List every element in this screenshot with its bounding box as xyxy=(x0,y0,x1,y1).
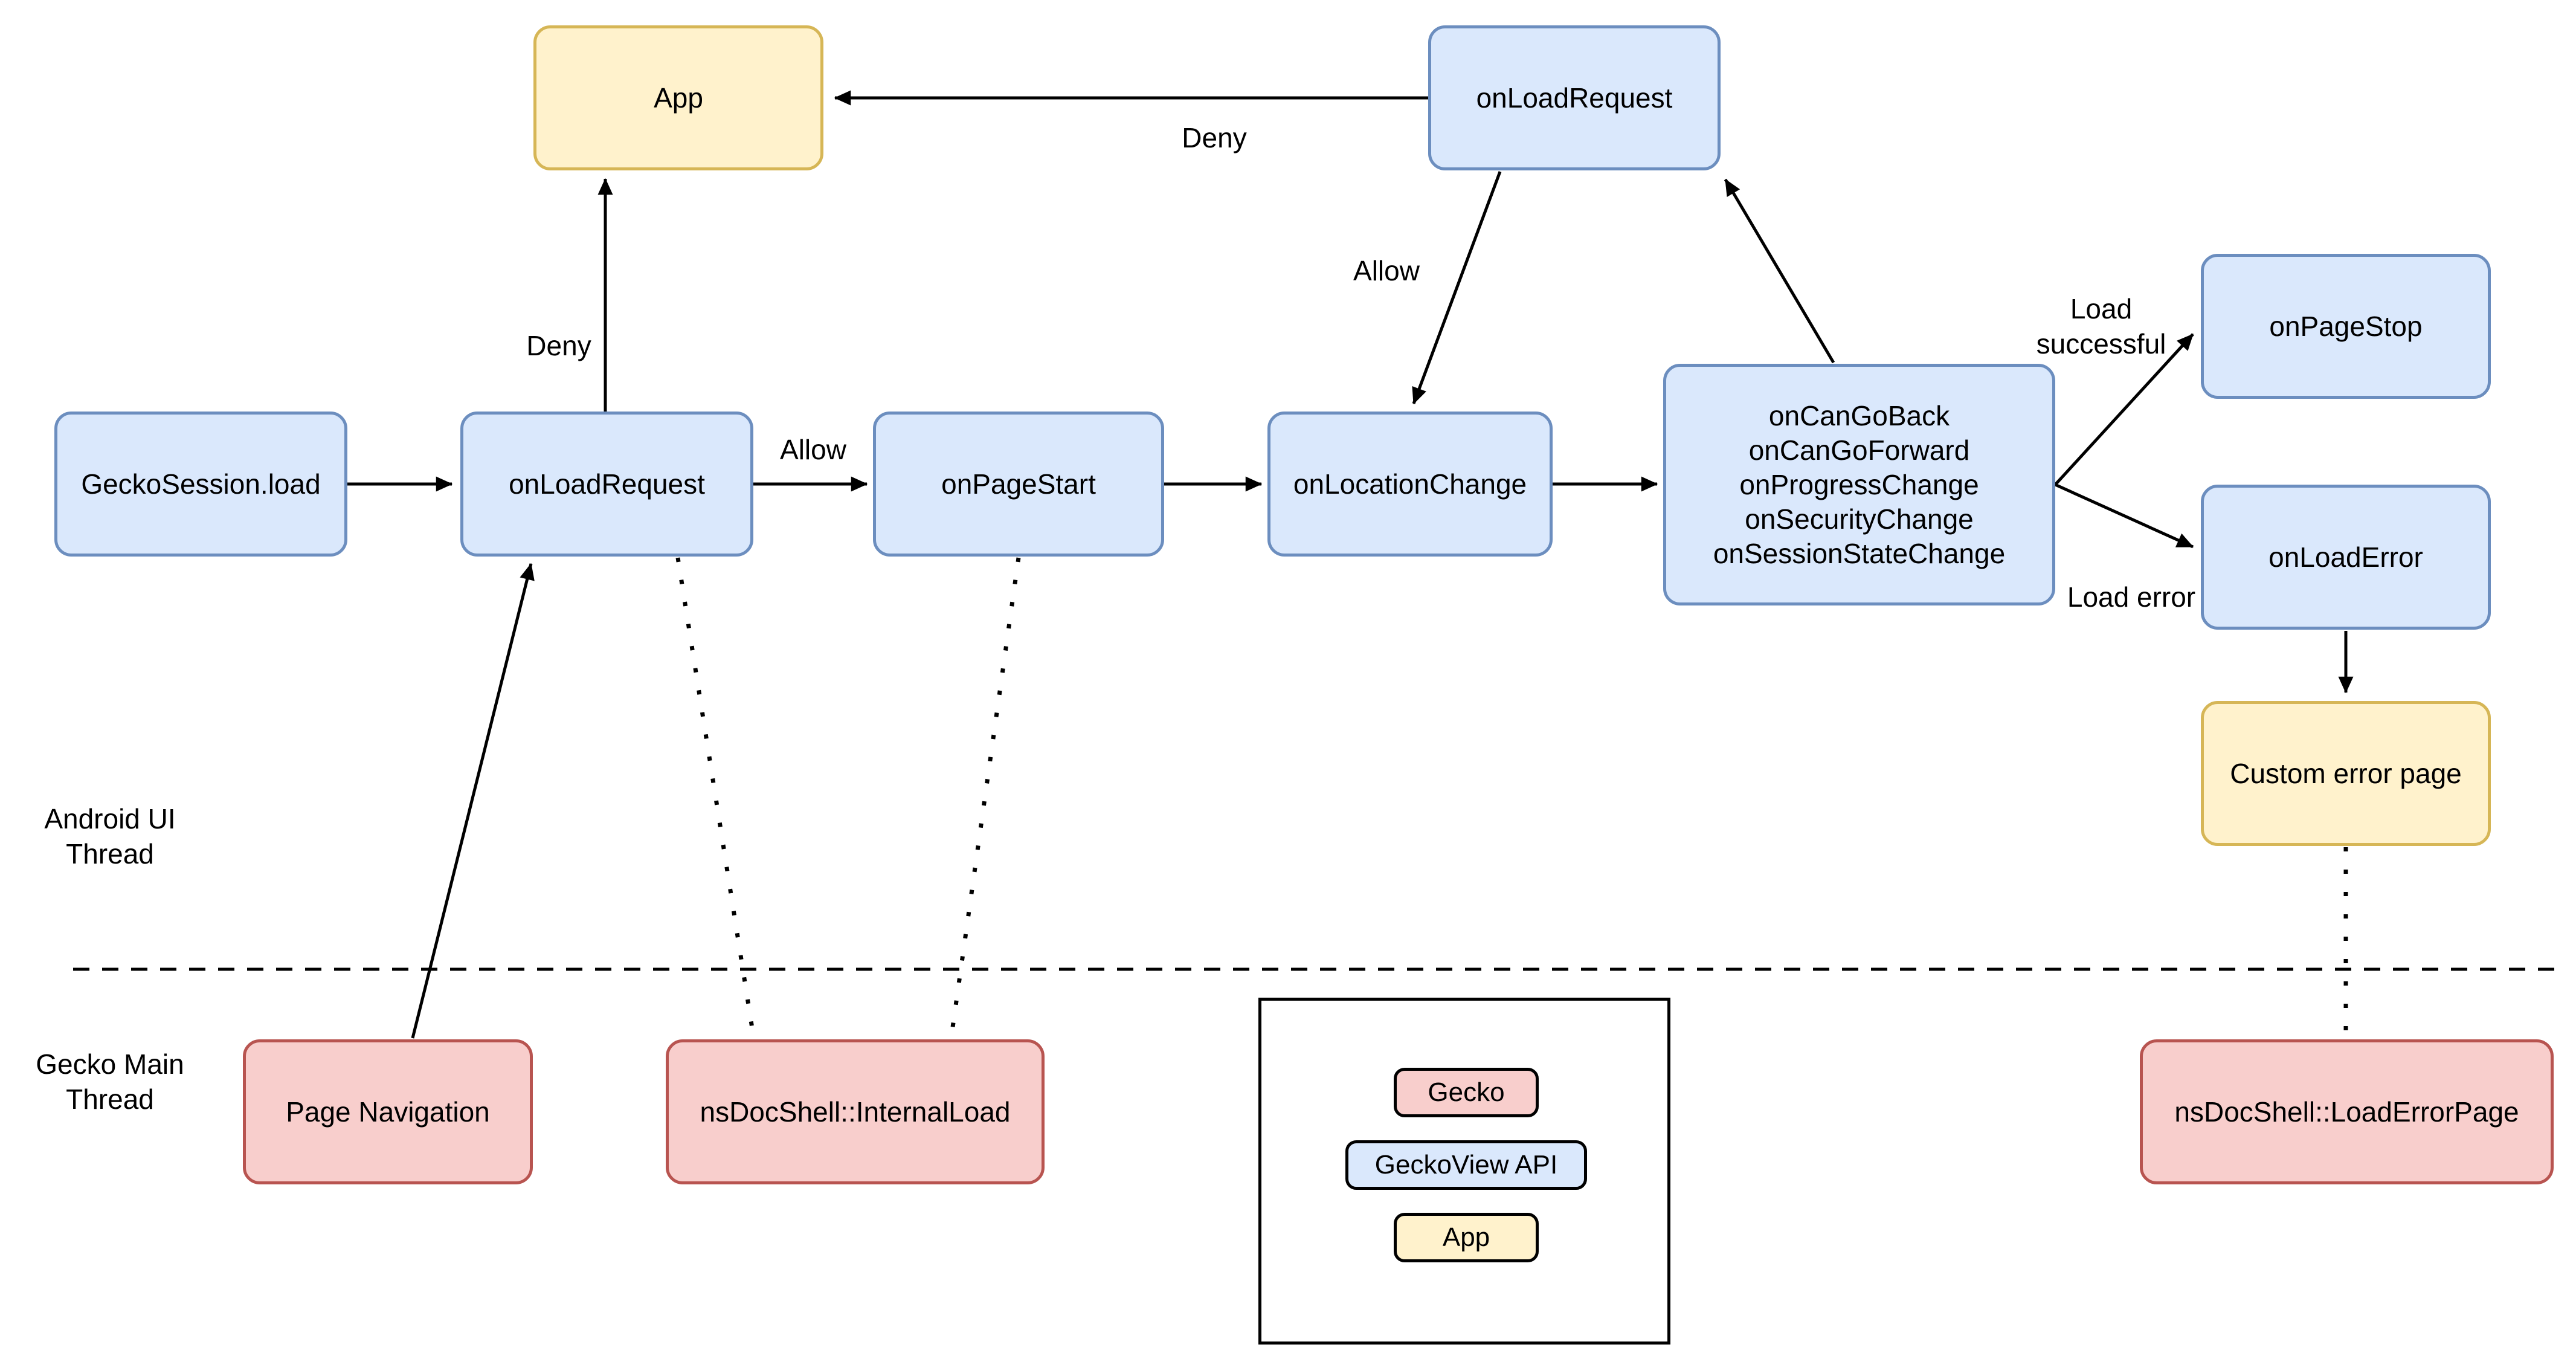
edge-onpagestart-to-internalload-dotted xyxy=(949,557,1021,1036)
legend-item-gecko: Gecko xyxy=(1394,1068,1539,1117)
legend: Gecko GeckoView API App xyxy=(1258,998,1670,1345)
node-onpagestart: onPageStart xyxy=(873,412,1164,557)
node-onloadrequest-top: onLoadRequest xyxy=(1428,25,1721,170)
edge-label-allow-main: Allow xyxy=(780,434,846,465)
node-nsdocshell-internalload: nsDocShell::InternalLoad xyxy=(666,1039,1045,1184)
node-onloadrequest-main: onLoadRequest xyxy=(460,412,753,557)
node-app: App xyxy=(533,25,823,170)
edge-statechange-to-onloaderror-loaderror xyxy=(2054,483,2194,549)
edge-label-load-successful: Load successful xyxy=(2037,291,2166,361)
node-label: onPageStart xyxy=(941,468,1096,500)
node-label: onLoadRequest xyxy=(1476,82,1673,114)
node-nsdocshell-loaderrorpage: nsDocShell::LoadErrorPage xyxy=(2140,1039,2554,1184)
edge-onloadrequest-to-internalload-dotted xyxy=(675,557,756,1036)
node-label: onLoadRequest xyxy=(509,468,705,500)
legend-item-label: Gecko xyxy=(1428,1077,1505,1107)
edge-label-load-error: Load error xyxy=(2067,581,2196,613)
node-label: onLoadError xyxy=(2268,541,2423,573)
node-page-navigation: Page Navigation xyxy=(243,1039,533,1184)
node-label: App xyxy=(654,82,703,114)
lane-label-line: Thread xyxy=(66,838,154,870)
node-label: nsDocShell::InternalLoad xyxy=(700,1096,1011,1128)
node-label-line: onCanGoBack xyxy=(1768,399,1950,431)
legend-item-app: App xyxy=(1394,1213,1539,1262)
node-label: GeckoSession.load xyxy=(81,468,321,500)
edge-label-line: Load xyxy=(2070,293,2133,324)
lane-label-line: Android UI xyxy=(44,803,176,835)
node-label: Custom error page xyxy=(2230,757,2462,789)
legend-item-label: App xyxy=(1442,1222,1490,1252)
node-label: nsDocShell::LoadErrorPage xyxy=(2174,1096,2519,1128)
legend-item-geckoview-api: GeckoView API xyxy=(1345,1140,1587,1190)
node-onloaderror: onLoadError xyxy=(2201,485,2491,630)
node-label: onPageStop xyxy=(2269,310,2423,342)
lane-label-gecko-main-thread: Gecko Main Thread xyxy=(36,1047,184,1117)
node-custom-error-page: Custom error page xyxy=(2201,701,2491,846)
edge-label-deny-vertical: Deny xyxy=(526,330,591,361)
legend-item-label: GeckoView API xyxy=(1374,1150,1558,1180)
edge-pagenavigation-to-onloadrequest xyxy=(411,563,535,1039)
edge-label-line: successful xyxy=(2036,328,2166,360)
node-label-line: onProgressChange xyxy=(1739,468,1979,500)
lane-label-line: Thread xyxy=(66,1083,154,1115)
node-geckosession-load: GeckoSession.load xyxy=(54,412,347,557)
edge-onloadrequesttop-to-onlocationchange-allow xyxy=(1412,171,1502,405)
node-label: onLocationChange xyxy=(1293,468,1527,500)
node-label-line: onSessionStateChange xyxy=(1713,537,2006,569)
edge-statechange-to-onloadrequesttop xyxy=(1724,178,1835,364)
node-label-line: onSecurityChange xyxy=(1745,503,1974,535)
lane-label-android-ui-thread: Android UI Thread xyxy=(44,801,175,871)
node-statechange-group: onCanGoBack onCanGoForward onProgressCha… xyxy=(1663,364,2055,605)
lane-label-line: Gecko Main xyxy=(36,1048,184,1080)
node-onlocationchange: onLocationChange xyxy=(1267,412,1553,557)
node-onpagestop: onPageStop xyxy=(2201,254,2491,399)
edge-label-allow-top: Allow xyxy=(1353,255,1420,286)
edge-statechange-to-onpagestop-loadsuccessful xyxy=(2054,333,2194,486)
node-label: Page Navigation xyxy=(286,1096,490,1128)
edge-label-deny-horizontal: Deny xyxy=(1182,122,1247,153)
node-label-line: onCanGoForward xyxy=(1748,434,1970,466)
